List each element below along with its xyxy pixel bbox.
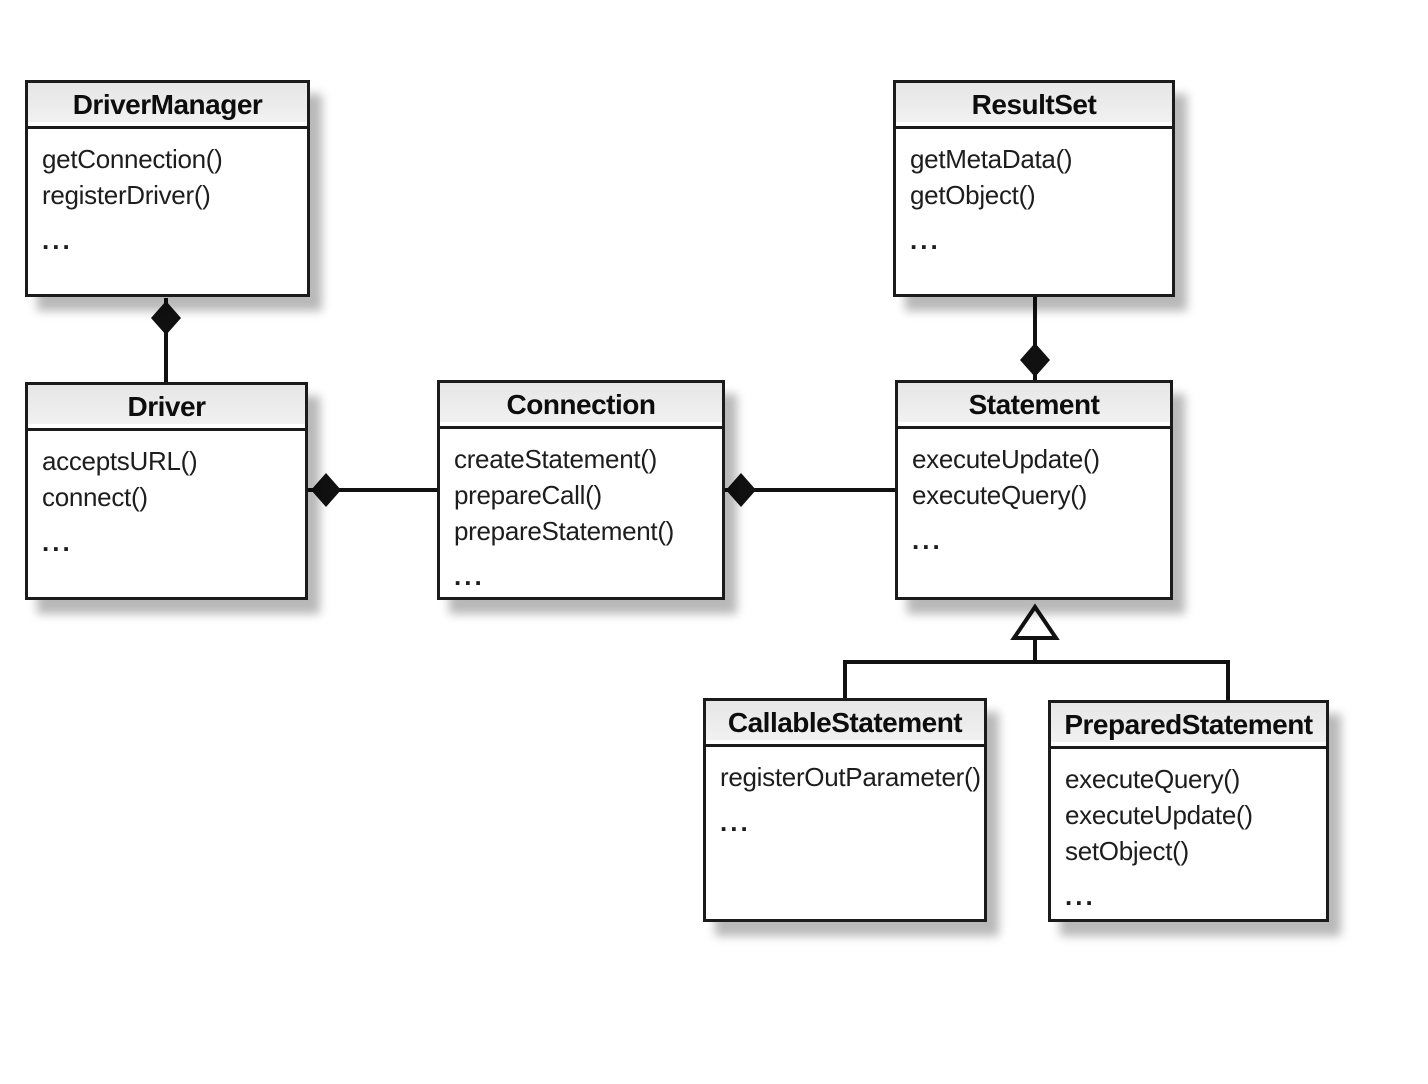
method-item: executeUpdate()	[1065, 800, 1253, 830]
class-title-preparedstatement: PreparedStatement	[1051, 703, 1326, 749]
method-item: getObject()	[910, 180, 1036, 210]
class-methods: getConnection() registerDriver() ...	[28, 129, 307, 258]
inheritance-triangle-icon	[1010, 603, 1060, 640]
class-box-statement: Statement executeUpdate() executeQuery()…	[895, 380, 1173, 600]
method-item: getMetaData()	[910, 144, 1073, 174]
method-ellipsis: ...	[1065, 881, 1096, 911]
method-item: prepareStatement()	[454, 516, 675, 546]
method-ellipsis: ...	[910, 225, 941, 255]
class-box-drivermanager: DriverManager getConnection() registerDr…	[25, 80, 310, 297]
class-title-drivermanager: DriverManager	[28, 83, 307, 129]
method-item: registerDriver()	[42, 180, 211, 210]
method-item: executeQuery()	[912, 480, 1087, 510]
method-item: connect()	[42, 482, 148, 512]
method-item: getConnection()	[42, 144, 223, 174]
class-title-driver: Driver	[28, 385, 305, 431]
class-methods: executeQuery() executeUpdate() setObject…	[1051, 749, 1326, 914]
class-box-callablestatement: CallableStatement registerOutParameter()…	[703, 698, 987, 922]
method-ellipsis: ...	[720, 807, 751, 837]
method-item: acceptsURL()	[42, 446, 198, 476]
aggregation-diamond-icon	[726, 473, 756, 507]
method-ellipsis: ...	[42, 527, 73, 557]
method-item: executeQuery()	[1065, 764, 1240, 794]
method-ellipsis: ...	[42, 225, 73, 255]
class-title-statement: Statement	[898, 383, 1170, 429]
class-methods: getMetaData() getObject() ...	[896, 129, 1172, 258]
aggregation-diamond-icon	[151, 301, 181, 335]
class-box-connection: Connection createStatement() prepareCall…	[437, 380, 725, 600]
class-methods: executeUpdate() executeQuery() ...	[898, 429, 1170, 558]
class-methods: createStatement() prepareCall() prepareS…	[440, 429, 722, 594]
method-item: registerOutParameter()	[720, 762, 981, 792]
method-item: executeUpdate()	[912, 444, 1100, 474]
class-box-driver: Driver acceptsURL() connect() ...	[25, 382, 308, 600]
class-methods: acceptsURL() connect() ...	[28, 431, 305, 560]
class-title-callablestatement: CallableStatement	[706, 701, 984, 747]
class-box-preparedstatement: PreparedStatement executeQuery() execute…	[1048, 700, 1329, 922]
aggregation-diamond-icon	[311, 473, 341, 507]
method-item: createStatement()	[454, 444, 657, 474]
method-item: prepareCall()	[454, 480, 602, 510]
inheritance-branch-line	[843, 660, 1230, 702]
class-methods: registerOutParameter() ...	[706, 747, 984, 840]
method-ellipsis: ...	[454, 561, 485, 591]
class-box-resultset: ResultSet getMetaData() getObject() ...	[893, 80, 1175, 297]
method-ellipsis: ...	[912, 525, 943, 555]
method-item: setObject()	[1065, 836, 1189, 866]
class-title-resultset: ResultSet	[896, 83, 1172, 129]
aggregation-diamond-icon	[1020, 343, 1050, 377]
class-title-connection: Connection	[440, 383, 722, 429]
